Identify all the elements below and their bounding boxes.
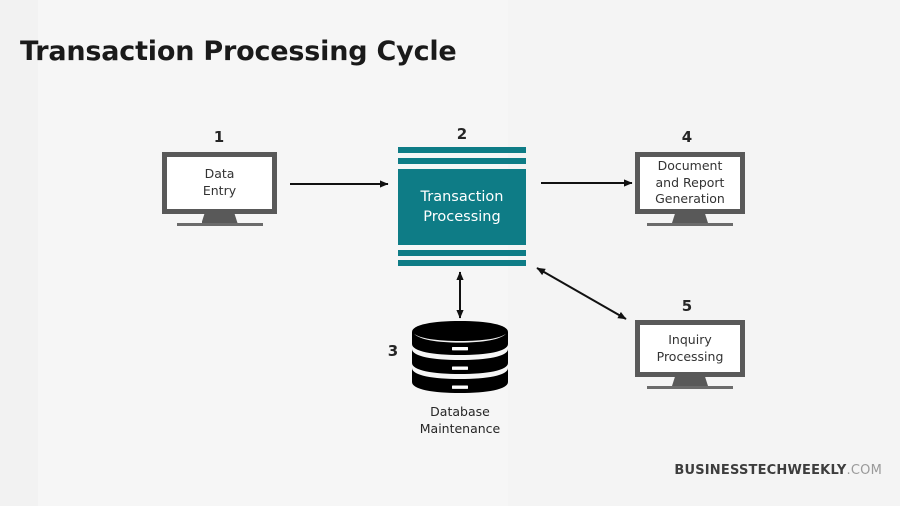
- background-band-left: [0, 0, 38, 506]
- node-inquiry-processing[interactable]: Inquiry Processing: [635, 320, 745, 390]
- monitor-base: [647, 386, 733, 389]
- monitor-base: [176, 223, 263, 226]
- document-report-label: Document and Report Generation: [655, 158, 725, 207]
- database-maintenance-label: Database Maintenance: [419, 404, 501, 436]
- monitor-neck: [672, 214, 708, 223]
- monitor-neck: [672, 377, 708, 386]
- step-number-2: 2: [456, 125, 468, 143]
- transaction-processing-label: Transaction Processing: [420, 189, 504, 225]
- transaction-processing-body: Transaction Processing: [398, 169, 526, 245]
- document-report-screen: Document and Report Generation: [635, 152, 745, 214]
- data-entry-label: Data Entry: [202, 166, 237, 198]
- node-database-maintenance[interactable]: Database Maintenance: [410, 320, 510, 436]
- inquiry-processing-screen: Inquiry Processing: [635, 320, 745, 377]
- monitor-neck: [201, 214, 238, 223]
- connector-processing-to-inquiry: [536, 267, 627, 320]
- node-data-entry[interactable]: Data Entry: [162, 152, 277, 226]
- server-bar-bottom-1: [398, 250, 526, 256]
- watermark-brand: BUSINESSTECHWEEKLY: [674, 463, 847, 478]
- step-number-1: 1: [213, 128, 225, 146]
- step-number-3: 3: [387, 342, 399, 360]
- data-entry-screen: Data Entry: [162, 152, 277, 214]
- step-number-4: 4: [681, 128, 693, 146]
- step-number-5: 5: [681, 297, 693, 315]
- database-icon: [412, 321, 508, 393]
- monitor-base: [647, 223, 733, 226]
- footer-watermark: BUSINESSTECHWEEKLY.COM: [674, 463, 882, 478]
- page-title: Transaction Processing Cycle: [20, 36, 457, 67]
- node-transaction-processing[interactable]: Transaction Processing: [398, 147, 526, 272]
- server-bar-bottom-2: [398, 260, 526, 266]
- node-document-report[interactable]: Document and Report Generation: [635, 152, 745, 226]
- server-bar-top-2: [398, 158, 526, 164]
- background-band-right: [508, 0, 900, 506]
- watermark-tld: .COM: [846, 463, 882, 478]
- server-bar-top-1: [398, 147, 526, 153]
- inquiry-processing-label: Inquiry Processing: [656, 331, 724, 364]
